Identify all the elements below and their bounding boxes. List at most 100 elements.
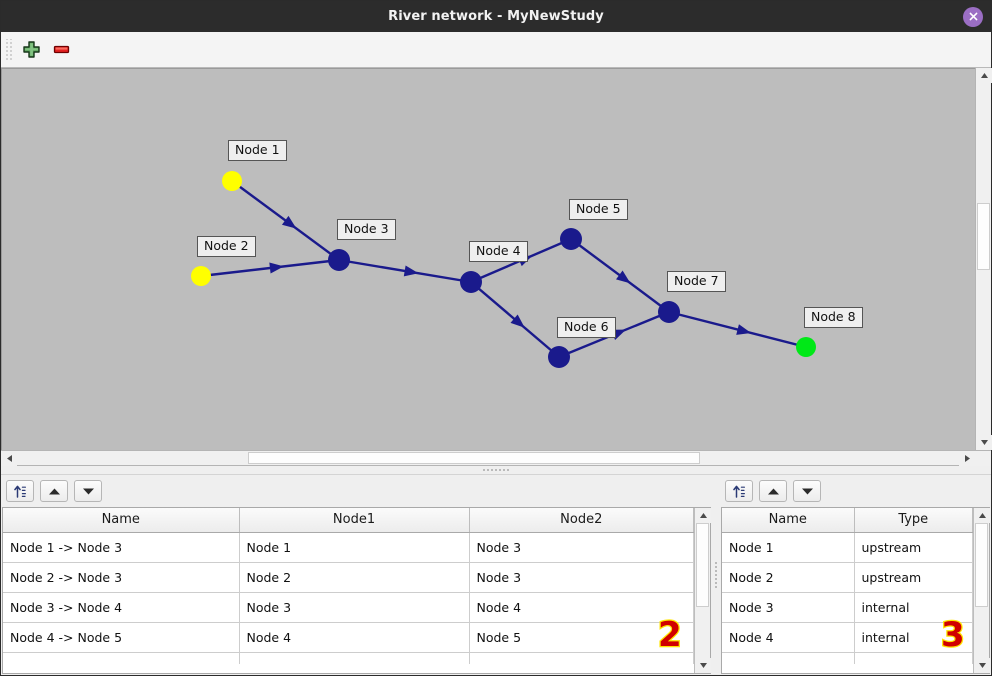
river-node[interactable]	[191, 266, 211, 286]
links-vscroll-thumb[interactable]	[696, 523, 709, 607]
scroll-right-button[interactable]	[959, 451, 975, 466]
nodes-move-down-button[interactable]	[793, 480, 821, 502]
table-cell[interactable]: Node 2	[722, 562, 855, 593]
river-node[interactable]	[328, 249, 350, 271]
delete-node-button[interactable]	[46, 35, 76, 65]
vertical-splitter[interactable]	[712, 475, 720, 675]
horizontal-splitter[interactable]	[1, 466, 991, 475]
nodes-vscroll-thumb[interactable]	[975, 523, 988, 607]
window-title: River network - MyNewStudy	[388, 9, 604, 24]
column-header[interactable]: Node1	[239, 508, 470, 533]
table-cell[interactable]: Node 2	[239, 562, 470, 593]
column-header[interactable]: Name	[3, 508, 240, 533]
links-table-vertical-scrollbar[interactable]	[694, 508, 711, 673]
nodes-move-up-button[interactable]	[759, 480, 787, 502]
table-cell[interactable]: Node 3	[469, 562, 694, 593]
table-cell[interactable]: upstream	[854, 532, 973, 563]
links-toolbar	[1, 475, 712, 507]
nodes-vscroll-track[interactable]	[974, 523, 989, 658]
nodes-scroll-down-button[interactable]	[974, 658, 990, 673]
table-cell[interactable]: Node 1	[722, 532, 855, 563]
table-cell-empty	[854, 652, 973, 664]
graph-vscroll-thumb[interactable]	[977, 202, 990, 270]
links-vscroll-track[interactable]	[695, 523, 710, 658]
table-cell[interactable]: internal	[854, 622, 973, 653]
scroll-up-button[interactable]	[976, 68, 992, 83]
river-node-label[interactable]: Node 8	[804, 307, 863, 328]
table-cell-empty	[3, 652, 240, 664]
column-header[interactable]: Type	[854, 508, 973, 533]
nodes-sort-button[interactable]	[725, 480, 753, 502]
links-move-down-button[interactable]	[74, 480, 102, 502]
chevron-up-icon	[699, 513, 707, 518]
graph-vertical-scrollbar[interactable]	[975, 68, 992, 450]
river-node-label[interactable]: Node 7	[667, 271, 726, 292]
table-cell[interactable]: Node 1	[239, 532, 470, 563]
river-node-label[interactable]: Node 5	[569, 199, 628, 220]
graph-hscroll-track[interactable]	[17, 451, 959, 465]
nodes-scroll-up-button[interactable]	[974, 508, 990, 523]
scroll-left-button[interactable]	[1, 451, 17, 466]
table-cell[interactable]: Node 4 -> Node 5	[3, 622, 240, 653]
river-node[interactable]	[796, 337, 816, 357]
graph-horizontal-scrollbar[interactable]	[1, 450, 991, 466]
scroll-down-button[interactable]	[976, 435, 992, 450]
table-cell[interactable]: upstream	[854, 562, 973, 593]
river-node-label[interactable]: Node 6	[557, 317, 616, 338]
table-cell[interactable]: Node 4	[469, 592, 694, 623]
table-cell[interactable]: Node 3	[239, 592, 470, 623]
table-row-empty[interactable]	[722, 652, 973, 664]
links-move-up-button[interactable]	[40, 480, 68, 502]
table-cell[interactable]: Node 5	[469, 622, 694, 653]
table-cell[interactable]: Node 1 -> Node 3	[3, 532, 240, 563]
table-cell[interactable]: Node 3 -> Node 4	[3, 592, 240, 623]
table-cell[interactable]: Node 4	[239, 622, 470, 653]
table-row-empty[interactable]	[3, 652, 694, 664]
column-header[interactable]: Node2	[469, 508, 694, 533]
close-window-button[interactable]	[963, 6, 983, 27]
add-node-button[interactable]	[16, 35, 46, 65]
river-node-label[interactable]: Node 4	[469, 241, 528, 262]
nodes-toolbar	[720, 475, 991, 507]
table-cell[interactable]: Node 3	[469, 532, 694, 563]
annotation-marker-2: 2	[657, 615, 683, 655]
graph-hscroll-thumb[interactable]	[247, 452, 700, 464]
river-node[interactable]	[560, 228, 582, 250]
river-node[interactable]	[658, 301, 680, 323]
river-node-label[interactable]: Node 1	[228, 140, 287, 161]
toolbar-grip[interactable]	[5, 38, 13, 61]
river-link-arrow	[269, 262, 284, 274]
river-node[interactable]	[222, 171, 242, 191]
river-link[interactable]	[668, 310, 807, 349]
river-node[interactable]	[460, 271, 482, 293]
links-sort-button[interactable]	[6, 480, 34, 502]
table-cell[interactable]: Node 4	[722, 622, 855, 653]
table-cell[interactable]: Node 2 -> Node 3	[3, 562, 240, 593]
column-header[interactable]: Name	[722, 508, 855, 533]
graph-vscroll-track[interactable]	[976, 83, 991, 435]
river-node-label[interactable]: Node 3	[337, 219, 396, 240]
river-node[interactable]	[548, 346, 570, 368]
links-scroll-down-button[interactable]	[695, 658, 711, 673]
title-bar: River network - MyNewStudy	[1, 1, 991, 32]
nodes-table-vertical-scrollbar[interactable]	[973, 508, 990, 673]
table-cell[interactable]: internal	[854, 592, 973, 623]
table-cell[interactable]: Node 3	[722, 592, 855, 623]
links-scroll-up-button[interactable]	[695, 508, 711, 523]
river-node-label[interactable]: Node 2	[197, 236, 256, 257]
